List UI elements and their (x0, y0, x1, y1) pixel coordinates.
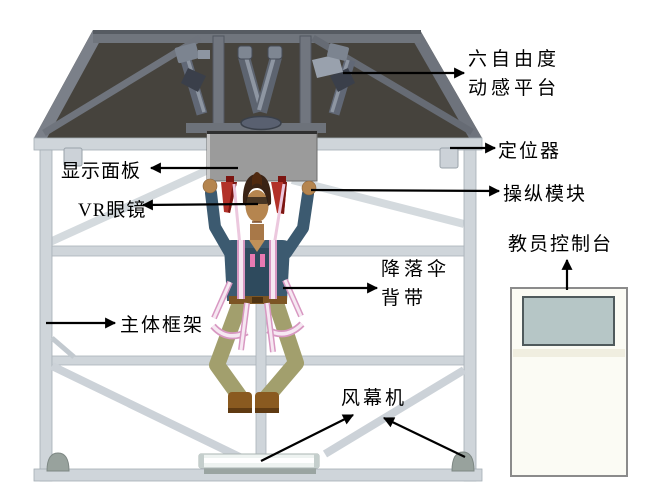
head (245, 190, 269, 222)
harness-riser-left (232, 183, 242, 247)
instructor-console (510, 287, 628, 477)
label-display-panel: 显示面板 (61, 161, 142, 182)
hand-right (301, 180, 317, 196)
label-motion-platform: 六自由度 动感平台 (468, 45, 560, 103)
vest (240, 248, 274, 300)
arm-right (280, 188, 314, 259)
frame-center-pole (255, 293, 267, 470)
neck (250, 224, 264, 240)
frame-gusset (50, 336, 76, 359)
frame-brace-upper-right (291, 176, 465, 228)
console-divider (513, 349, 625, 357)
label-main-frame: 主体框架 (120, 315, 205, 336)
frame-right-post (463, 149, 477, 482)
hand-left (202, 178, 218, 194)
air-curtain-center-base (204, 467, 316, 474)
label-instructor-console: 教员控制台 (508, 234, 614, 255)
arrow-air-curtain-center (260, 414, 354, 462)
platform-right-rim (407, 30, 482, 138)
label-positioner: 定位器 (498, 141, 562, 162)
label-motion-platform-line2: 动感平台 (468, 78, 561, 99)
label-parachute-harness-line1: 降落伞 (381, 259, 451, 280)
annotation-arrows (46, 67, 573, 462)
air-curtain-units (46, 451, 475, 474)
actuator-base-plate (240, 115, 282, 131)
boot-right (255, 392, 279, 413)
boot-left (228, 392, 252, 413)
leg-left (209, 295, 248, 405)
label-parachute-harness-line2: 背带 (381, 288, 428, 309)
leg-right (259, 295, 304, 405)
harness-riser-right (272, 183, 286, 247)
arrow-vr-glasses (141, 199, 259, 211)
label-air-curtain: 风幕机 (341, 388, 408, 409)
trainee-figure (202, 172, 317, 413)
label-control-module: 操纵模块 (503, 184, 588, 205)
parachute-harness (210, 240, 305, 353)
hair (242, 174, 272, 206)
label-parachute-harness: 降落伞 背带 (381, 255, 450, 313)
display-panel (206, 130, 318, 182)
frame-left-post (39, 149, 53, 482)
platform-inner-beam-left (42, 35, 202, 136)
console-screen (522, 296, 615, 346)
arrow-control-module (310, 185, 501, 197)
vr-goggles (246, 197, 268, 204)
frame-brace-lower-left (50, 362, 254, 467)
air-curtain-right-dome (451, 451, 475, 472)
arrow-air-curtain-corner (383, 417, 466, 458)
frame-brace-lower-right (322, 366, 467, 458)
platform-left-rim (34, 30, 106, 138)
six-dof-actuators (174, 42, 356, 131)
positioner-bracket-right (439, 147, 459, 169)
platform-strut-left (212, 35, 225, 133)
positioner-bracket-left (63, 147, 83, 167)
platform-strut-right (299, 35, 312, 133)
label-vr-glasses: VR眼镜 (78, 200, 147, 221)
air-curtain-left-dome (46, 452, 70, 472)
display-panel-screen (206, 130, 318, 182)
label-motion-platform-line1: 六自由度 (468, 49, 561, 70)
